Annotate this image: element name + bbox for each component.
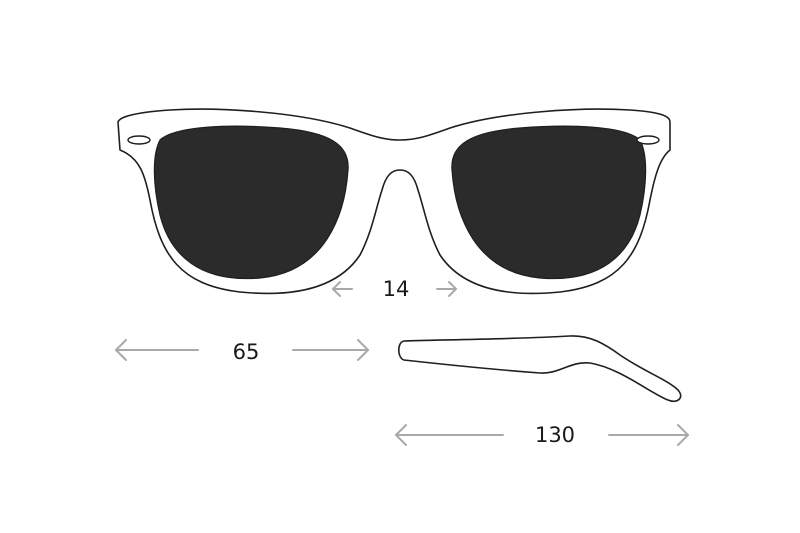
temple-length-dimension: 130: [395, 423, 689, 447]
lens-width-left-arrow: [115, 339, 199, 361]
left-lens: [153, 125, 349, 280]
lens-width-label: 65: [233, 340, 260, 364]
lens-width-right-arrow: [292, 339, 369, 361]
left-rivet: [127, 135, 151, 145]
bridge-left-arrow: [332, 281, 353, 297]
bridge-label: 14: [383, 277, 410, 301]
frame-front-view: [117, 108, 671, 295]
temple-length-right-arrow: [608, 424, 689, 446]
bridge-right-arrow: [436, 281, 457, 297]
bridge-dimension: 14: [332, 277, 457, 301]
right-rivet: [636, 135, 660, 145]
temple-arm-side-view: [397, 335, 682, 403]
temple-length-label: 130: [535, 423, 575, 447]
right-lens: [451, 125, 647, 280]
temple-length-left-arrow: [395, 424, 504, 446]
lens-width-dimension: 65: [115, 339, 369, 364]
